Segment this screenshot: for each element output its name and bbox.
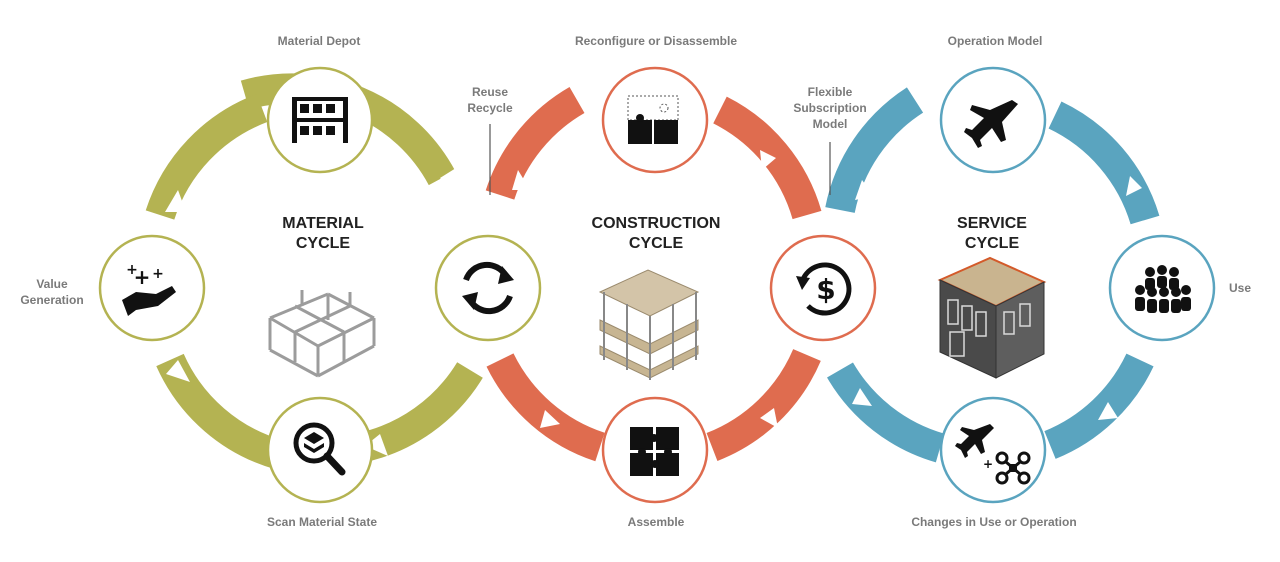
construction-ring xyxy=(485,86,822,462)
arrow-head-icon xyxy=(540,410,560,428)
node-reuse-recycle xyxy=(434,234,542,342)
svg-text:+: + xyxy=(134,265,151,289)
arrow-head-icon xyxy=(855,180,874,200)
ring-arrow-marks xyxy=(165,150,1142,456)
arrow-head-icon xyxy=(1126,176,1142,196)
label-use: Use xyxy=(1228,281,1252,295)
frame-structure-illustration xyxy=(268,290,376,378)
puzzle-icon xyxy=(630,427,679,476)
label-value-generation: Value Generation xyxy=(20,276,83,308)
material-title-line1: MATERIAL xyxy=(282,215,364,232)
label-subscription: Subscription xyxy=(793,101,867,115)
arrow-head-icon xyxy=(165,190,186,212)
label-reconfigure: Reconfigure or Disassemble xyxy=(574,34,738,48)
label-reuse-recycle: Reuse Recycle xyxy=(467,84,512,116)
arrow-head-icon xyxy=(365,434,388,456)
service-title-line1: SERVICE xyxy=(957,215,1027,232)
search-layers-icon xyxy=(293,422,346,476)
arrow-head-icon xyxy=(1098,402,1118,420)
people-group-icon xyxy=(1135,265,1191,313)
label-material-depot: Material Depot xyxy=(277,34,361,48)
service-ring xyxy=(825,87,1160,463)
arrow-head-icon xyxy=(166,360,190,382)
node-assemble xyxy=(601,396,709,504)
node-use xyxy=(1108,234,1216,342)
label-flexible: Flexible xyxy=(807,85,853,99)
label-flexible-subscription: Flexible Subscription Model xyxy=(793,84,866,132)
arrow-head-icon xyxy=(852,388,872,406)
label-reuse: Reuse xyxy=(471,85,509,99)
arrow-head-icon xyxy=(760,408,778,428)
label-model: Model xyxy=(812,117,848,131)
node-material-depot xyxy=(266,66,374,174)
arrow-head-icon xyxy=(760,150,776,170)
construction-cycle-title: CONSTRUCTION CYCLE xyxy=(592,214,721,254)
node-value-generation: + + + xyxy=(98,234,206,342)
label-recycle: Recycle xyxy=(467,101,513,115)
node-flexible-subscription: $ xyxy=(769,234,877,342)
svg-text:+: + xyxy=(983,457,993,471)
material-cycle-title: MATERIAL CYCLE xyxy=(282,214,363,254)
node-changes-in-use: + xyxy=(939,396,1047,504)
node-scan-material-state xyxy=(266,396,374,504)
svg-text:$: $ xyxy=(816,273,835,306)
refresh-icon xyxy=(462,261,514,315)
arrow-head-icon xyxy=(512,170,530,190)
material-title-line2: CYCLE xyxy=(295,235,351,252)
building-illustration xyxy=(937,256,1047,379)
label-generation: Generation xyxy=(20,293,84,307)
dollar-cycle-icon: $ xyxy=(796,262,852,316)
construction-title-line2: CYCLE xyxy=(628,235,684,252)
arrow-head-icon xyxy=(440,168,458,196)
label-value: Value xyxy=(36,277,68,291)
service-cycle-title: SERVICE CYCLE xyxy=(957,214,1027,254)
hand-sparkle-icon: + + + xyxy=(122,262,176,316)
node-operation-model xyxy=(939,66,1047,174)
puzzle-disassemble-icon xyxy=(627,95,679,144)
node-reconfigure xyxy=(601,66,709,174)
service-title-line2: CYCLE xyxy=(964,235,1020,252)
airplane-icon xyxy=(964,100,1018,148)
label-changes: Changes in Use or Operation xyxy=(911,515,1077,529)
building-frame-illustration xyxy=(598,269,700,380)
label-scan-material-state: Scan Material State xyxy=(266,515,378,529)
airplane-drone-icon: + xyxy=(955,424,1031,485)
svg-text:+: + xyxy=(152,266,164,282)
svg-text:+: + xyxy=(126,262,138,278)
shelf-icon xyxy=(292,97,348,143)
label-assemble: Assemble xyxy=(627,515,685,529)
construction-title-line1: CONSTRUCTION xyxy=(591,215,721,232)
label-operation-model: Operation Model xyxy=(947,34,1043,48)
